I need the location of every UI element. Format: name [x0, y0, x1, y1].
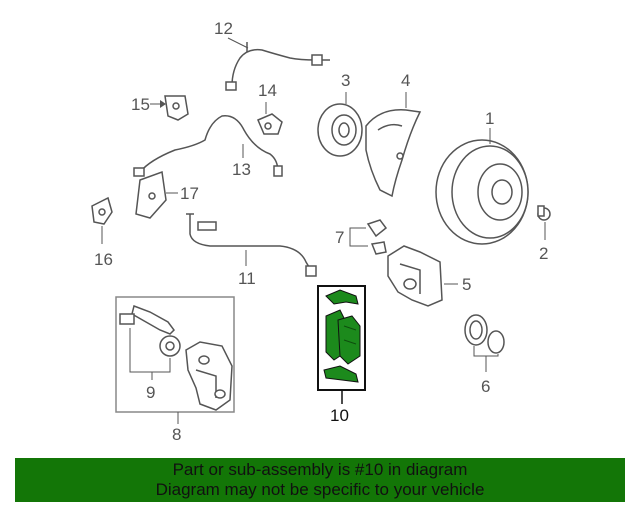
part-10-brake-pads[interactable]: [317, 285, 366, 391]
part-5-caliper[interactable]: [387, 245, 443, 307]
callout-6: 6: [481, 377, 490, 396]
callout-5: 5: [462, 275, 471, 294]
part-1-rotor[interactable]: [435, 139, 529, 245]
callout-13: 13: [232, 160, 251, 179]
callout-2: 2: [539, 244, 548, 263]
part-3-hub[interactable]: [317, 103, 363, 157]
leader-9: [129, 328, 171, 380]
part-13-sensor-wire[interactable]: [133, 115, 283, 177]
part-14-clip[interactable]: [257, 113, 283, 135]
part-15-bracket[interactable]: [164, 95, 189, 121]
banner-line-2: Diagram may not be specific to your vehi…: [155, 480, 485, 499]
callout-7: 7: [335, 228, 344, 247]
callout-15: 15: [131, 95, 150, 114]
part-17-bracket[interactable]: [135, 170, 167, 219]
banner-line-1: Part or sub-assembly is #10 in diagram: [172, 460, 468, 479]
info-banner: Part or sub-assembly is #10 in diagram D…: [15, 458, 625, 502]
callout-17: 17: [180, 184, 199, 203]
leader-7b: [356, 227, 368, 247]
callout-8: 8: [172, 425, 181, 444]
part-6-seals[interactable]: [464, 314, 505, 354]
arrow-15: [160, 100, 166, 108]
callout-12: 12: [214, 19, 233, 38]
leader-6: [473, 346, 499, 372]
part-7-hardware[interactable]: [366, 219, 388, 255]
callout-16: 16: [94, 250, 113, 269]
part-11-sensor-wire[interactable]: [186, 213, 317, 277]
callout-4: 4: [401, 71, 410, 90]
callout-3: 3: [341, 71, 350, 90]
part-4-splash-shield[interactable]: [365, 109, 422, 198]
part-16-clip[interactable]: [91, 196, 113, 225]
callout-10: 10: [330, 406, 349, 425]
callout-9: 9: [146, 383, 155, 402]
parts-diagram: 12 15 14 13 17 16 3: [91, 19, 551, 444]
callout-14: 14: [258, 81, 277, 100]
leader-7: [349, 227, 356, 247]
part-2-bolt[interactable]: [537, 205, 551, 221]
leader-12: [227, 37, 249, 49]
part-12-abs-wire[interactable]: [225, 42, 330, 91]
part-8-kit-box[interactable]: [115, 296, 235, 413]
callout-1: 1: [485, 109, 494, 128]
callout-11: 11: [238, 269, 256, 288]
